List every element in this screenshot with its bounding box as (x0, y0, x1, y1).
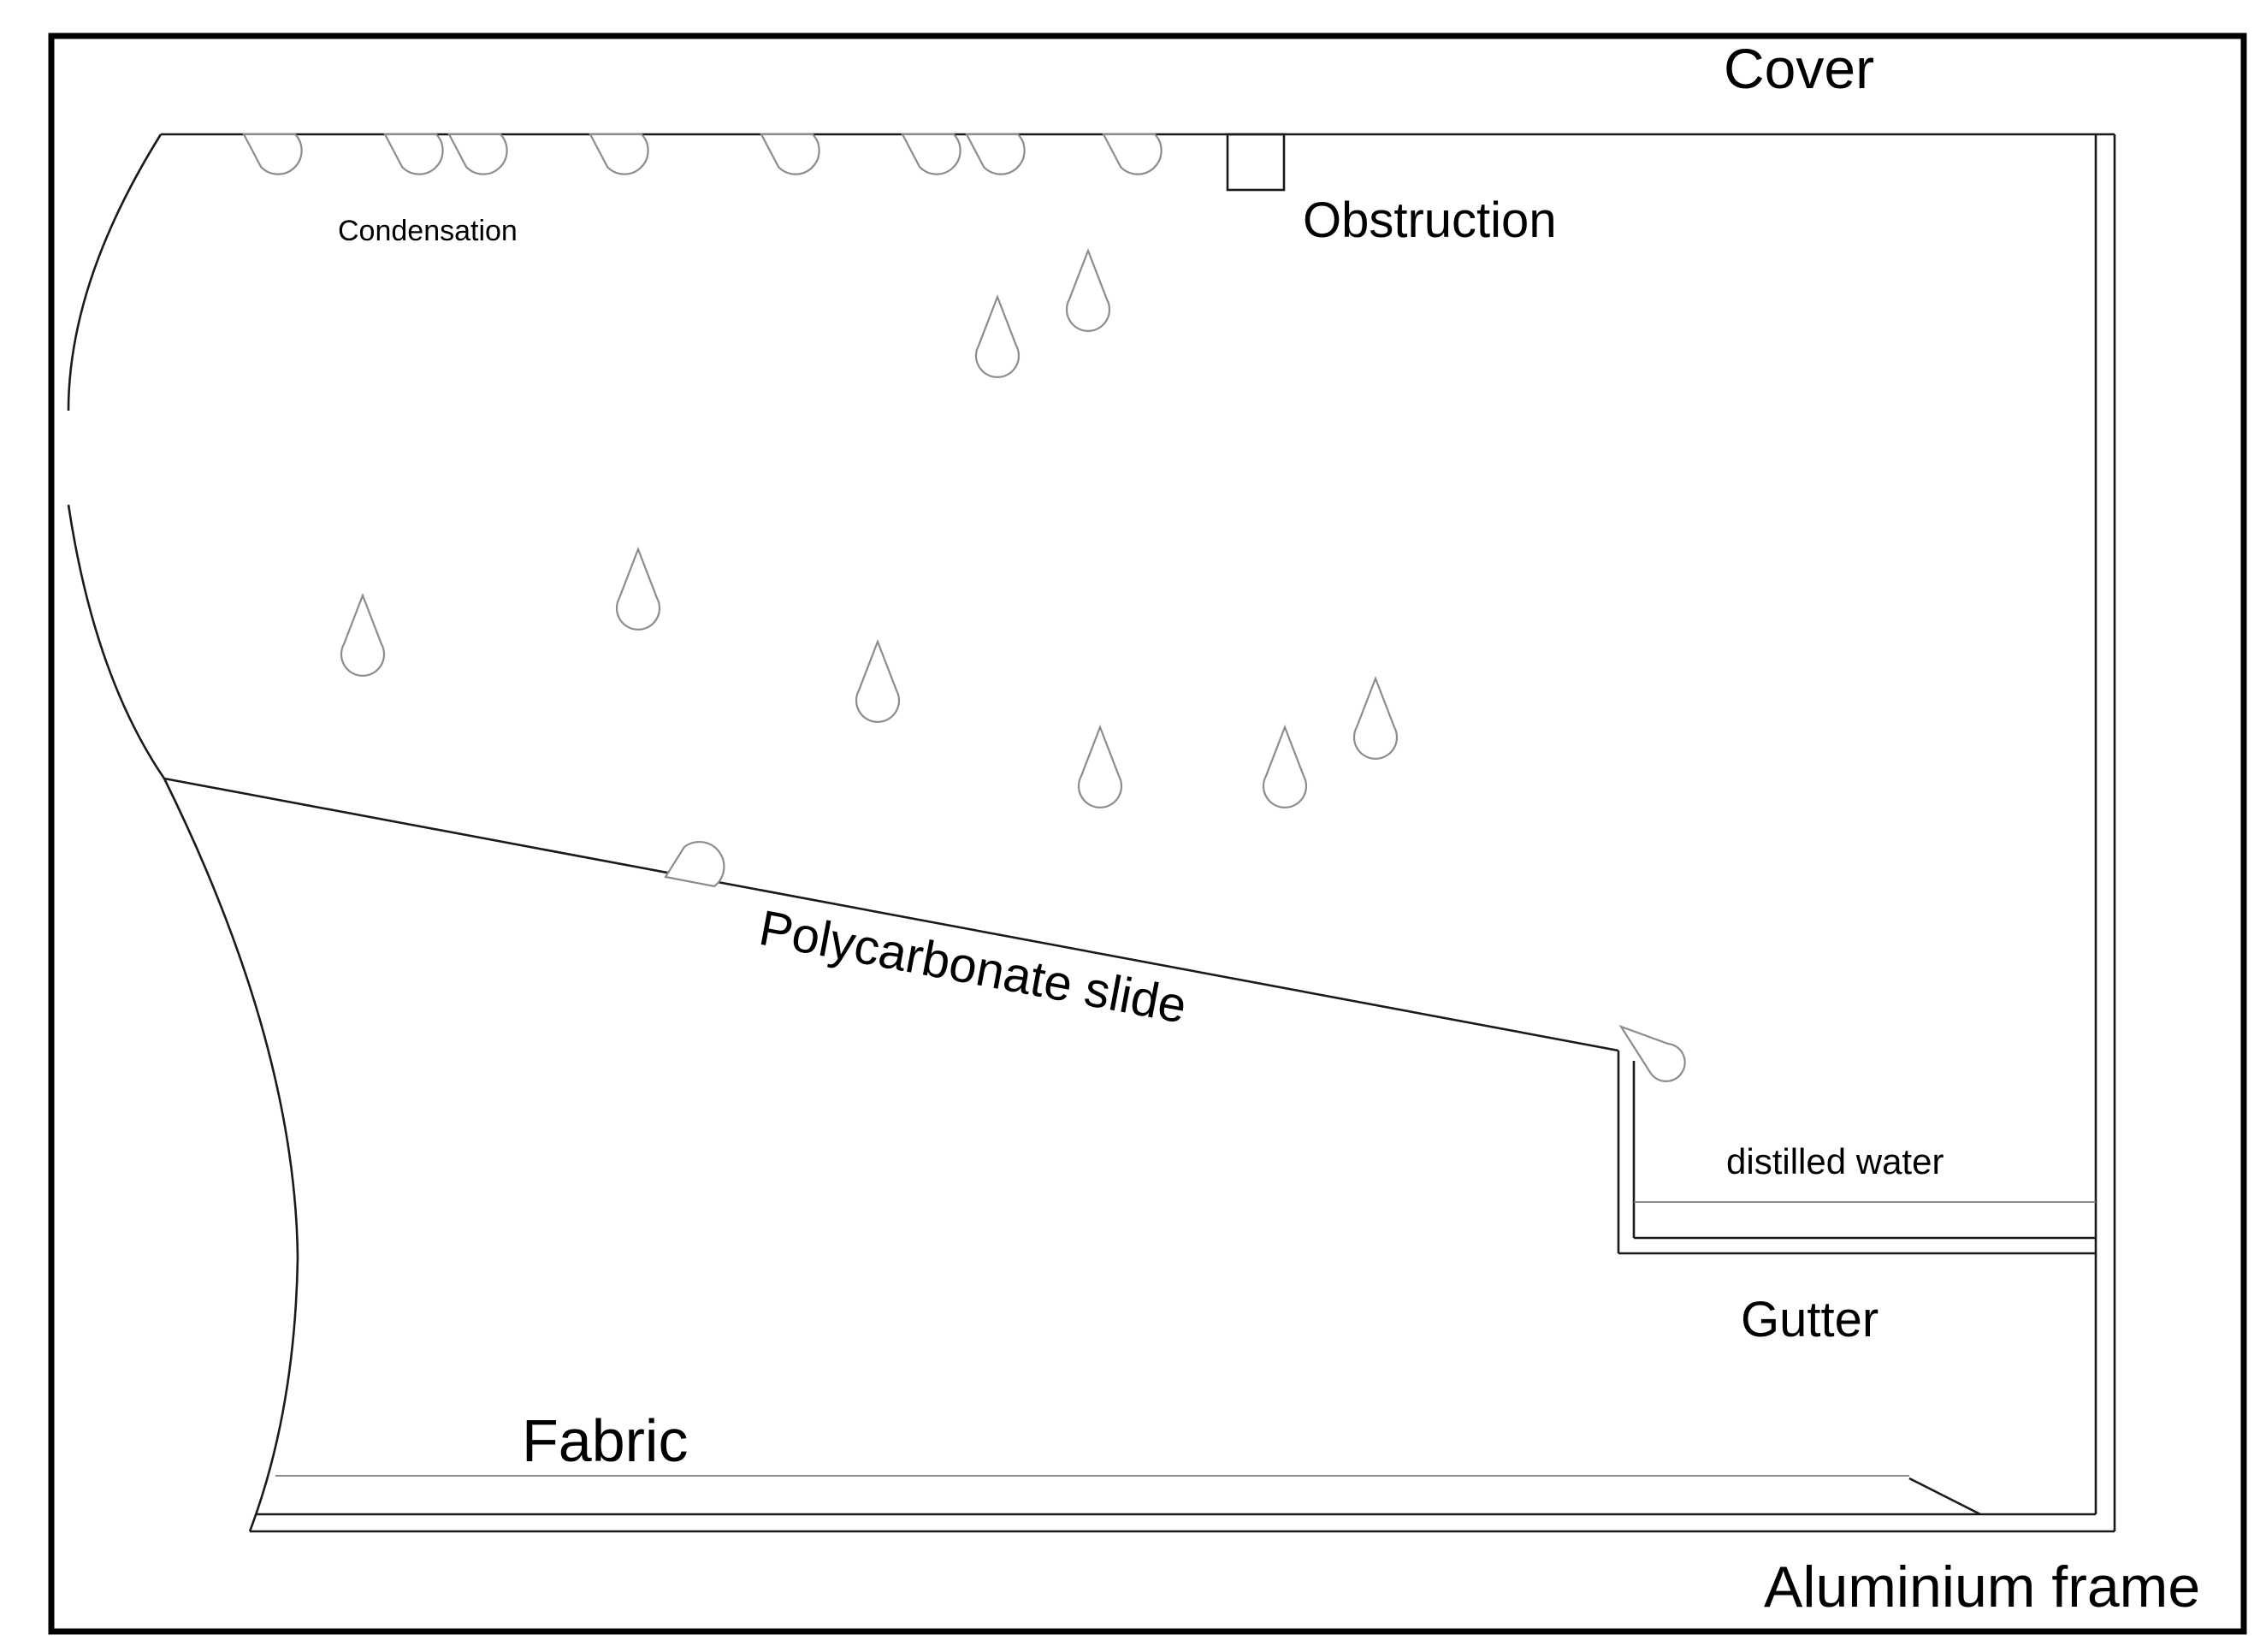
condensation-label: Condensation (338, 215, 518, 247)
left-curve-lower (163, 778, 299, 1532)
falling-droplet (974, 293, 1021, 378)
condensation-droplet (242, 133, 303, 175)
falling-droplet (340, 592, 386, 677)
falling-droplet (1262, 724, 1308, 808)
falling-droplet (855, 638, 901, 723)
condensation-droplet (965, 133, 1026, 175)
left-curve-upper (67, 133, 163, 412)
obstruction-block (1226, 133, 1286, 192)
falling-droplet (1065, 247, 1111, 332)
condensation-droplet (447, 133, 508, 175)
cover-label: Cover (1724, 37, 1874, 100)
falling-droplet (615, 546, 661, 631)
aluminium-frame-wall (2094, 134, 2116, 1531)
fabric-layer (275, 1475, 1981, 1516)
falling-droplets (340, 247, 1399, 808)
condensation-droplet (589, 133, 649, 175)
condensation-droplet (760, 133, 820, 175)
polycarbonate-slide-label: Polycarbonate slide (755, 900, 1192, 1034)
aluminium-frame-label: Aluminium frame (1764, 1554, 2200, 1619)
sliding-droplet (664, 841, 725, 888)
gutter (1617, 1051, 2096, 1255)
obstruction-label: Obstruction (1303, 192, 1557, 248)
condensation-droplet (383, 133, 444, 175)
gutter-label: Gutter (1741, 1292, 1878, 1347)
gutter-entry-droplet (1618, 1024, 1686, 1082)
condensation-droplet (901, 133, 961, 175)
falling-droplet (1352, 675, 1399, 760)
base-plate (250, 1513, 2115, 1533)
distilled-water-label: distilled water (1726, 1141, 1944, 1181)
condensation-droplets (242, 133, 1163, 175)
falling-droplet (1077, 724, 1123, 808)
polycarbonate-slide (163, 777, 1619, 1052)
condensation-droplet (1102, 133, 1163, 175)
outer-frame (48, 33, 2247, 1635)
fabric-label: Fabric (522, 1407, 688, 1474)
left-curve-middle (67, 504, 166, 779)
